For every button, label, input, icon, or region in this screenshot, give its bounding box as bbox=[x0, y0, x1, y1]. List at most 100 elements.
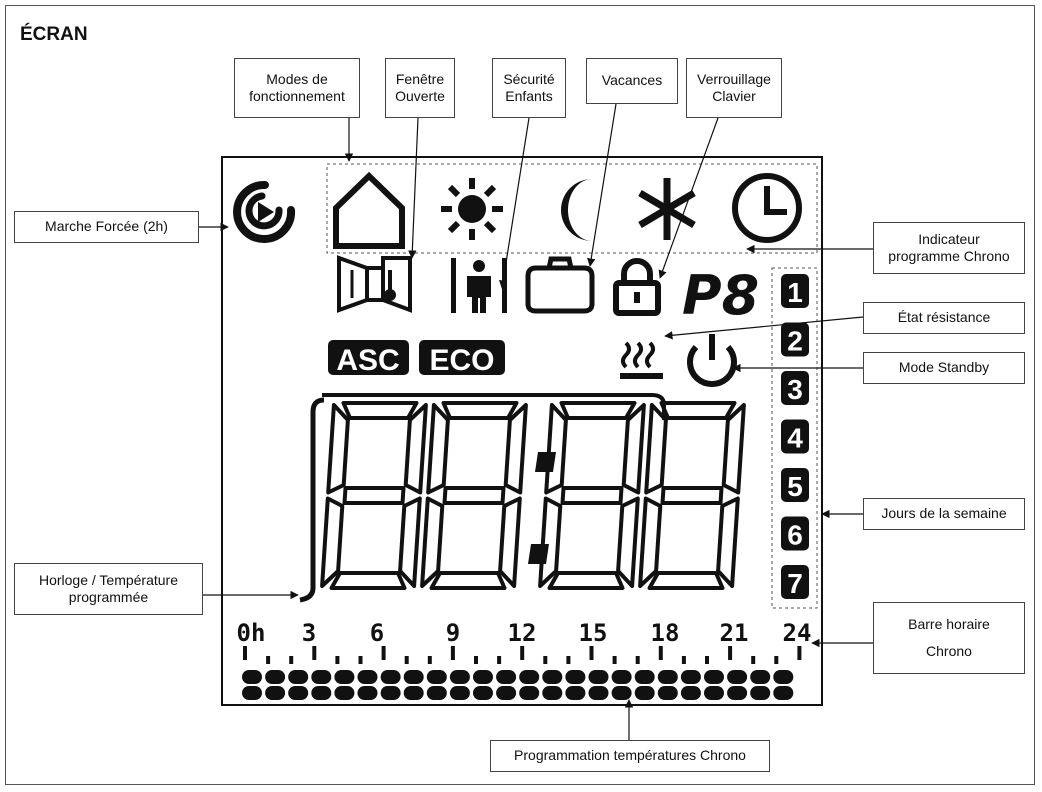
chrono-segment bbox=[727, 670, 748, 700]
heating-icon bbox=[620, 341, 663, 379]
power-icon bbox=[687, 334, 737, 388]
day-label: 5 bbox=[787, 471, 803, 502]
chrono-segment bbox=[473, 670, 493, 700]
clock-digits bbox=[320, 401, 746, 590]
day-5: 5 bbox=[781, 468, 809, 502]
chrono-segment bbox=[634, 670, 655, 700]
label-vacances: Vacances bbox=[586, 58, 678, 104]
day-label: 3 bbox=[787, 374, 803, 405]
hour-tick bbox=[774, 656, 779, 664]
days-group-outline bbox=[771, 267, 818, 609]
hour-tick bbox=[450, 646, 455, 660]
day-1: 1 bbox=[781, 274, 809, 308]
chrono-segment bbox=[426, 670, 447, 700]
home-icon bbox=[333, 171, 405, 249]
chrono-segment bbox=[311, 670, 332, 700]
hour-tick bbox=[612, 656, 617, 664]
day-3: 3 bbox=[781, 371, 809, 405]
chrono-segment bbox=[242, 670, 262, 700]
label-etat-resistance: État résistance bbox=[863, 302, 1025, 334]
clock-icon bbox=[732, 173, 802, 243]
hour-tick bbox=[358, 656, 363, 664]
label-programmation: Programmation températures Chrono bbox=[490, 740, 770, 772]
chrono-segment bbox=[288, 670, 309, 700]
chrono-segment bbox=[334, 670, 355, 700]
suitcase-icon bbox=[525, 256, 595, 314]
hour-tick bbox=[497, 656, 502, 664]
day-6: 6 bbox=[781, 516, 809, 551]
leader-lines bbox=[199, 103, 873, 740]
chrono-segment bbox=[542, 670, 563, 700]
hour-label: 24 bbox=[783, 619, 812, 647]
chrono-segment bbox=[704, 670, 724, 700]
hour-tick bbox=[404, 656, 409, 664]
forced-run-icon bbox=[233, 180, 296, 243]
hour-ticks bbox=[243, 646, 802, 664]
chrono-segment bbox=[680, 670, 701, 700]
hour-tick bbox=[751, 656, 756, 664]
clock-digit bbox=[320, 401, 428, 590]
day-label: 6 bbox=[787, 520, 803, 551]
hour-tick bbox=[474, 656, 478, 664]
chrono-segment bbox=[657, 670, 678, 700]
lcd-screen-outline bbox=[221, 156, 823, 706]
chrono-segment bbox=[750, 670, 771, 700]
chrono-segment bbox=[588, 670, 609, 700]
chrono-segment bbox=[403, 670, 424, 700]
chrono-segment bbox=[611, 670, 632, 700]
open-window-icon bbox=[337, 255, 412, 313]
asc-badge: ASC bbox=[328, 340, 409, 377]
page-title: ÉCRAN bbox=[20, 24, 88, 45]
day-label: 1 bbox=[787, 277, 803, 308]
hour-label: 0h bbox=[237, 619, 266, 647]
label-mode-standby: Mode Standby bbox=[863, 352, 1025, 384]
clock-digit bbox=[638, 401, 746, 590]
sun-icon bbox=[441, 178, 503, 240]
moon-icon bbox=[561, 179, 592, 241]
label-jours: Jours de la semaine bbox=[863, 498, 1025, 530]
hour-tick bbox=[589, 646, 594, 660]
hour-tick bbox=[312, 646, 317, 660]
eco-badge: ECO bbox=[419, 340, 505, 377]
clock-colon bbox=[528, 452, 556, 564]
clock-bracket bbox=[299, 397, 325, 603]
label-marche-forcee: Marche Forcée (2h) bbox=[14, 211, 199, 243]
hour-label: 3 bbox=[302, 619, 316, 647]
chrono-bar bbox=[242, 670, 794, 700]
day-4: 4 bbox=[781, 419, 809, 454]
day-2: 2 bbox=[781, 322, 809, 357]
asc-badge-text: ASC bbox=[336, 344, 399, 377]
hour-tick bbox=[266, 656, 271, 664]
clock-digit bbox=[538, 401, 646, 590]
hour-tick bbox=[427, 656, 432, 664]
day-label: 4 bbox=[787, 423, 803, 454]
day-label: 7 bbox=[787, 568, 803, 599]
hour-tick bbox=[566, 656, 571, 664]
hour-tick bbox=[520, 646, 525, 660]
clock-digit bbox=[420, 401, 528, 590]
modes-group-outline bbox=[326, 163, 818, 254]
page-frame bbox=[5, 5, 1035, 785]
program-indicator: P8 bbox=[682, 264, 759, 327]
chrono-segment bbox=[519, 670, 540, 700]
hour-tick bbox=[658, 646, 663, 660]
chrono-segment bbox=[773, 670, 794, 700]
hour-tick bbox=[381, 646, 386, 660]
hour-tick bbox=[728, 646, 733, 660]
chrono-segment bbox=[357, 670, 378, 700]
hour-tick bbox=[289, 656, 294, 664]
hour-tick bbox=[797, 646, 802, 660]
chrono-segment bbox=[496, 670, 517, 700]
hour-label: 21 bbox=[720, 619, 749, 647]
hour-tick bbox=[681, 656, 686, 664]
hour-tick bbox=[335, 656, 340, 664]
